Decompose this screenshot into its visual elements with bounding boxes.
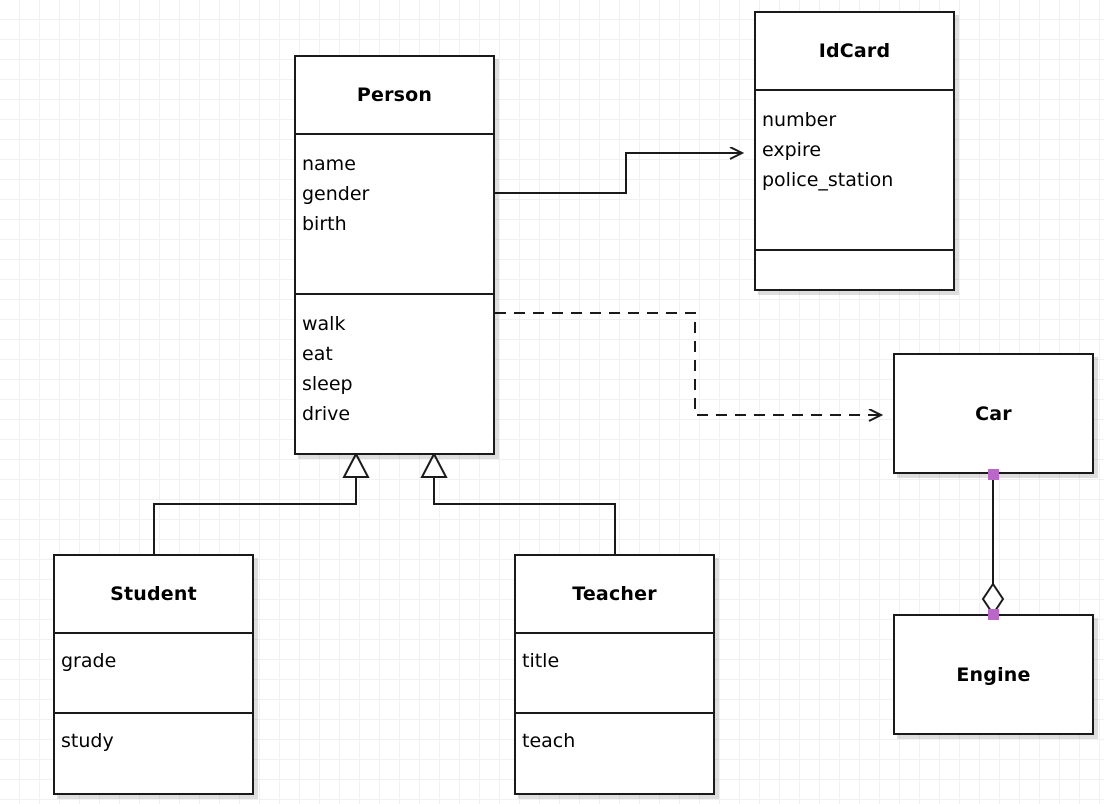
class-box-student[interactable]: Student grade study [53, 554, 254, 795]
class-methods-idcard [756, 249, 953, 289]
attribute-row: police_station [762, 169, 894, 192]
class-attributes-teacher: title [516, 632, 713, 712]
class-name-text: Teacher [572, 583, 657, 605]
class-methods-teacher: teach [516, 712, 713, 793]
attribute-row: gender [302, 183, 370, 206]
edge-endpoint-handle-car[interactable] [988, 469, 999, 480]
class-box-teacher[interactable]: Teacher title teach [514, 554, 715, 795]
class-attributes-student: grade [55, 632, 252, 712]
attribute-row: birth [302, 213, 347, 236]
class-methods-person: walk eat sleep drive [296, 293, 493, 453]
class-attributes-idcard: number expire police_station [756, 89, 953, 249]
class-box-person[interactable]: Person name gender birth walk eat sleep … [294, 55, 495, 455]
class-title-person: Person [296, 57, 493, 133]
class-name-text: Student [110, 583, 197, 605]
class-box-engine[interactable]: Engine [893, 614, 1094, 735]
method-row: study [61, 730, 114, 752]
attribute-row: grade [61, 650, 117, 672]
class-title-idcard: IdCard [756, 13, 953, 89]
class-attributes-person: name gender birth [296, 133, 493, 293]
edge-student-person[interactable] [153, 451, 370, 554]
class-name-text: Person [356, 84, 433, 106]
edge-person-idcard[interactable] [495, 153, 742, 194]
method-row: eat [302, 343, 333, 366]
class-title-teacher: Teacher [516, 556, 713, 632]
class-name-text: IdCard [818, 40, 891, 62]
class-title-car: Car [895, 355, 1092, 472]
method-row: sleep [302, 373, 353, 396]
edge-car-engine[interactable] [981, 474, 1005, 616]
edge-teacher-person[interactable] [420, 451, 616, 554]
attribute-row: expire [762, 139, 822, 162]
attribute-row: title [522, 650, 560, 672]
method-row: drive [302, 403, 351, 426]
method-row: walk [302, 313, 346, 335]
class-methods-student: study [55, 712, 252, 793]
class-title-student: Student [55, 556, 252, 632]
class-box-idcard[interactable]: IdCard number expire police_station [754, 11, 955, 291]
class-box-car[interactable]: Car [893, 353, 1094, 474]
class-name-text: Car [975, 402, 1012, 425]
class-name-text: Engine [956, 663, 1031, 686]
method-row: teach [522, 730, 576, 752]
attribute-row: name [302, 153, 356, 175]
attribute-row: number [762, 109, 837, 131]
class-title-engine: Engine [895, 616, 1092, 733]
edge-endpoint-handle-engine[interactable] [988, 609, 999, 620]
edge-person-car[interactable] [495, 312, 881, 415]
